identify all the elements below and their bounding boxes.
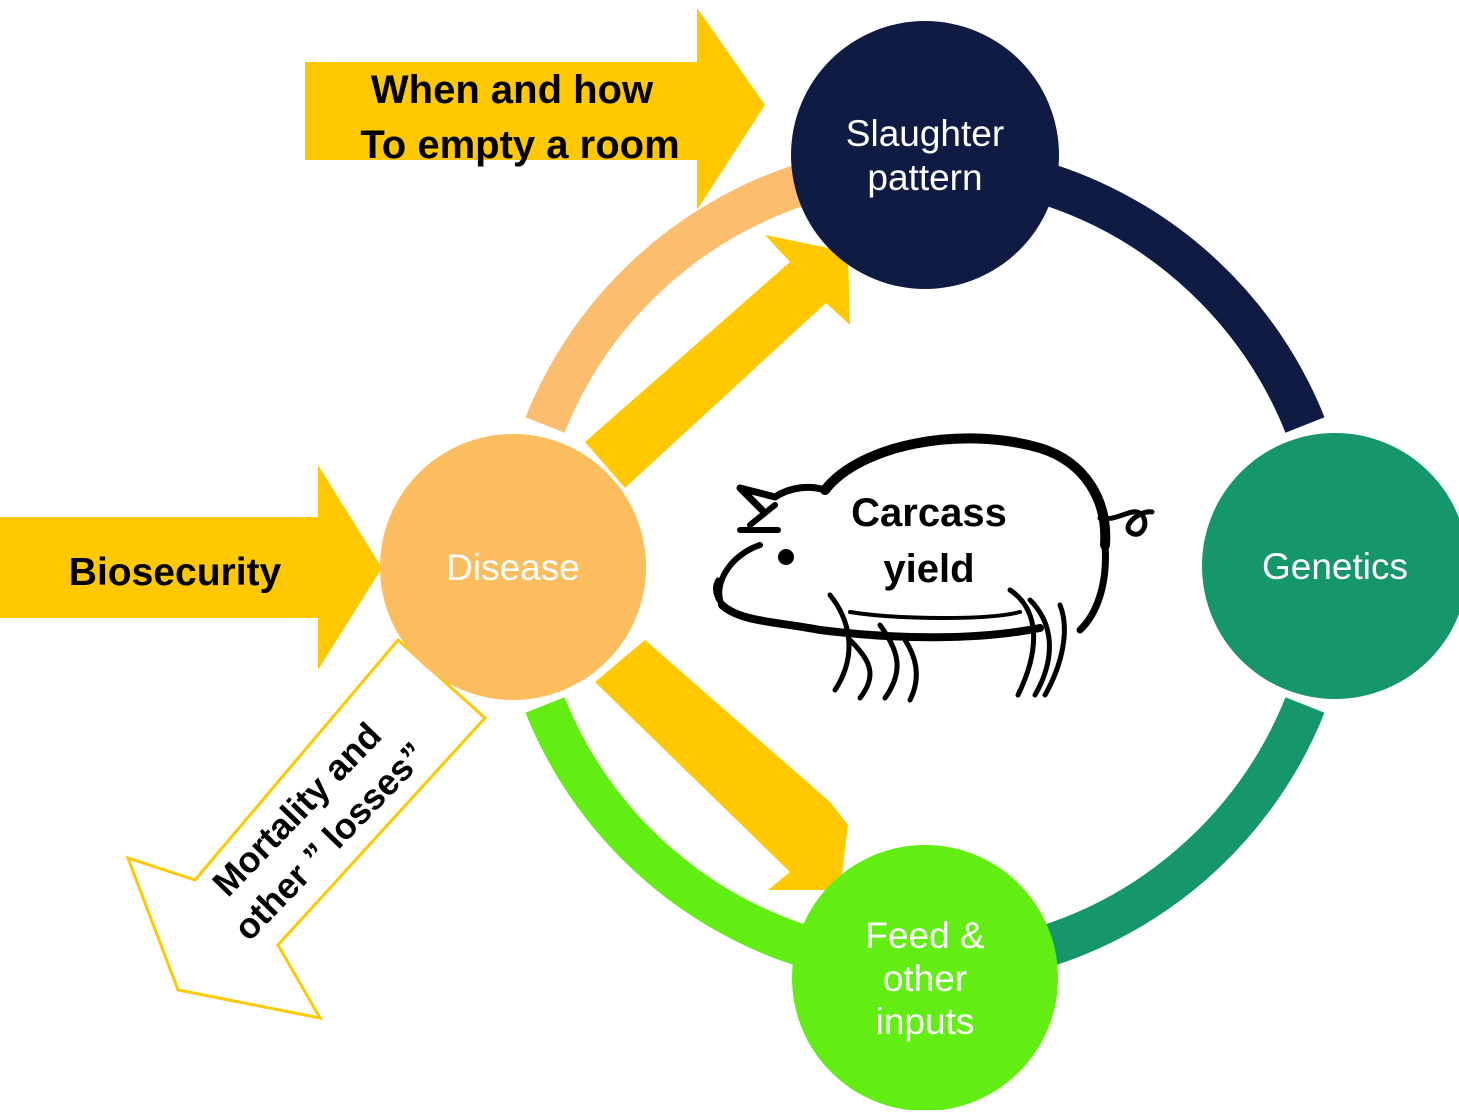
arrow-disease-to-feed — [595, 640, 848, 890]
biosecurity-arrow — [0, 465, 382, 670]
disease-label: Disease — [446, 547, 580, 588]
node-feed — [792, 845, 1058, 1111]
empty-room-arrow — [305, 8, 765, 210]
feed-label-line3: inputs — [876, 1001, 975, 1042]
empty-room-label-line1: When and how — [371, 68, 654, 112]
mortality-arrow — [125, 637, 488, 1021]
slaughter-label-line1: Slaughter — [846, 113, 1004, 154]
ring-arc-genetics-feed — [1043, 697, 1325, 965]
biosecurity-label: Biosecurity — [69, 551, 282, 594]
node-disease — [380, 434, 646, 700]
feed-label-line2: other — [883, 958, 967, 999]
genetics-label: Genetics — [1262, 546, 1408, 587]
empty-room-label-line2: To empty a room — [360, 123, 679, 167]
carcass-yield-line2: yield — [883, 547, 974, 591]
feed-label-line1: Feed & — [865, 915, 985, 956]
node-slaughter-pattern — [791, 21, 1059, 289]
carcass-yield-line1: Carcass — [851, 491, 1007, 535]
node-genetics — [1202, 433, 1459, 699]
arrow-disease-to-slaughter — [585, 235, 850, 488]
ring-arc-feed-disease — [525, 697, 807, 965]
slaughter-label-line2: pattern — [867, 157, 982, 198]
ring-arc-slaughter-genetics — [1043, 165, 1325, 433]
pig-icon — [713, 433, 1155, 703]
ring-arc-disease-slaughter — [525, 165, 807, 433]
